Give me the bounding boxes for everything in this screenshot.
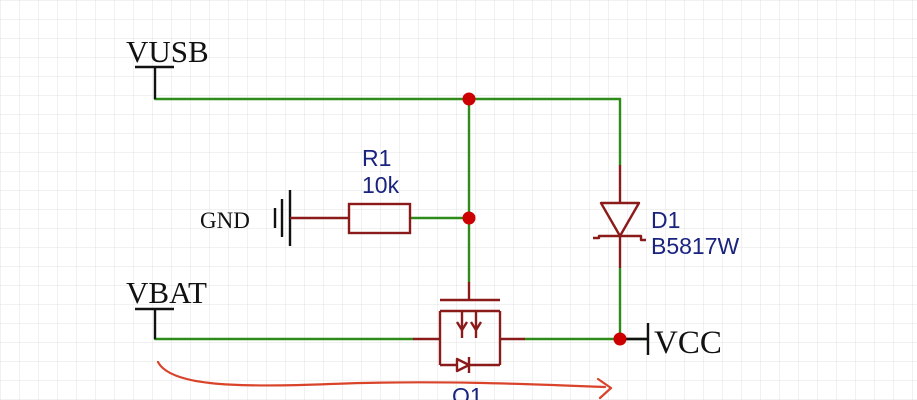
ground-symbol-icon	[273, 190, 308, 246]
schottky-diode-icon	[593, 165, 646, 268]
junction-dot	[462, 211, 476, 225]
resistor-icon	[308, 202, 412, 235]
vbat-port	[135, 307, 174, 339]
junction-dot	[613, 332, 627, 346]
p-mosfet-icon	[413, 282, 525, 373]
q1-ref: Q1	[452, 383, 483, 400]
r1-ref: R1	[362, 145, 391, 171]
d1-ref: D1	[651, 207, 680, 233]
junction-dot	[462, 92, 476, 106]
d1-value: B5817W	[651, 233, 740, 259]
vbat-label: VBAT	[126, 275, 207, 310]
vcc-label: VCC	[654, 325, 722, 361]
junctions	[462, 92, 627, 346]
gnd-label: GND	[200, 208, 250, 233]
annotation-arrowhead	[596, 377, 613, 400]
annotation-arrow	[156, 360, 607, 389]
vusb-port	[135, 65, 174, 99]
r1-value: 10k	[362, 172, 400, 198]
vusb-label: VUSB	[126, 34, 209, 69]
